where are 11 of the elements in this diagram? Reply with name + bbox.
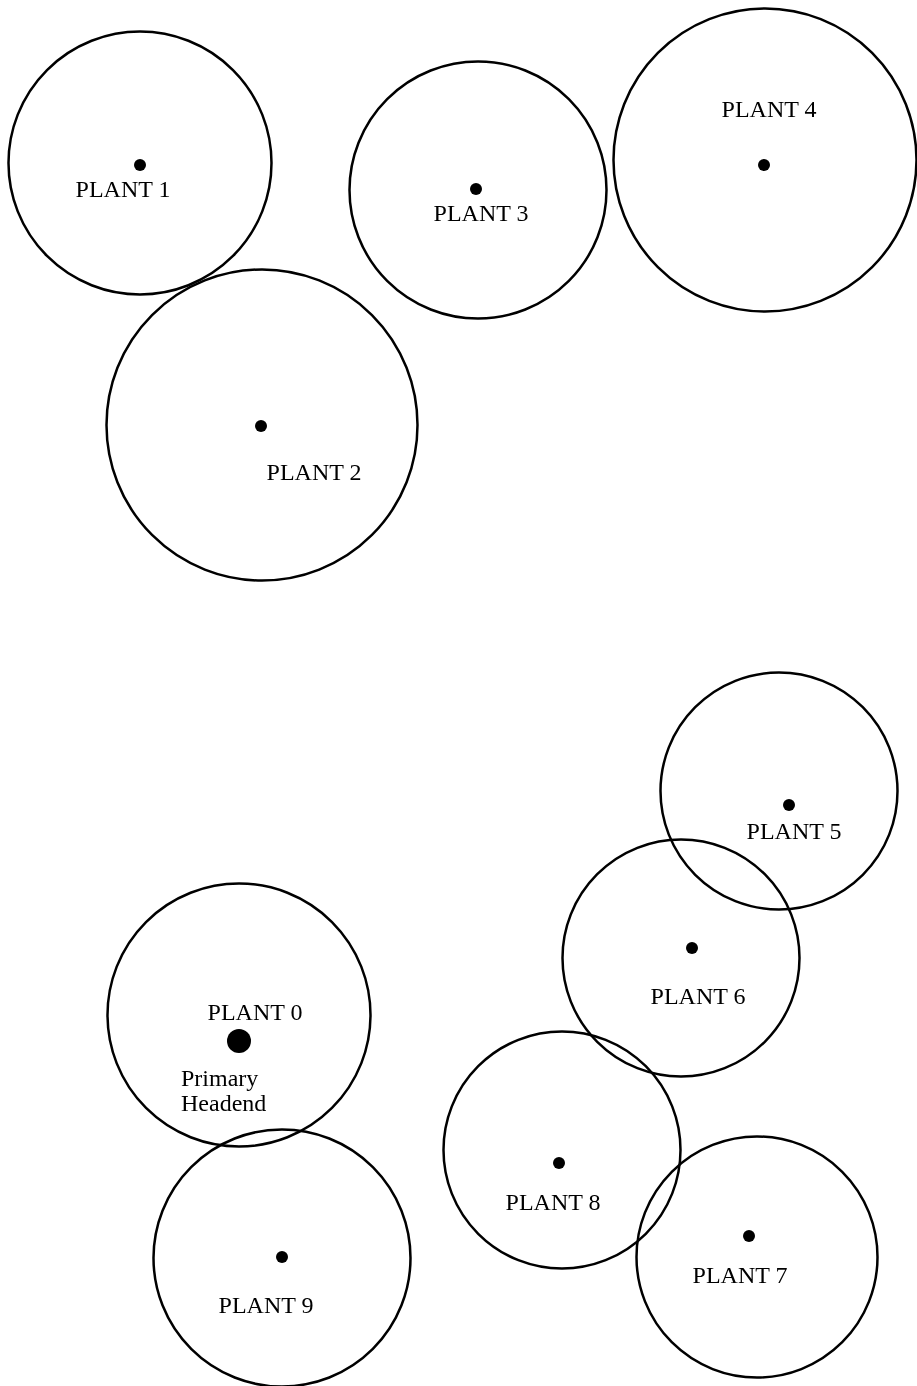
plant-label: PLANT 2 [266, 460, 362, 486]
plant-label: PLANT 3 [433, 201, 529, 227]
plant-label: PLANT 5 [746, 819, 842, 845]
plant-label: PLANT 8 [505, 1190, 601, 1216]
plant-label: PLANT 0 [207, 1000, 303, 1026]
plant-label: PLANT 9 [218, 1293, 314, 1319]
plant-label: PLANT 1 [75, 177, 171, 203]
plant-label: PLANT 4 [721, 97, 817, 123]
plant-label: PLANT 7 [692, 1263, 788, 1289]
plant-label: PLANT 6 [650, 984, 746, 1010]
plant-description: Primary Headend [181, 1065, 268, 1117]
